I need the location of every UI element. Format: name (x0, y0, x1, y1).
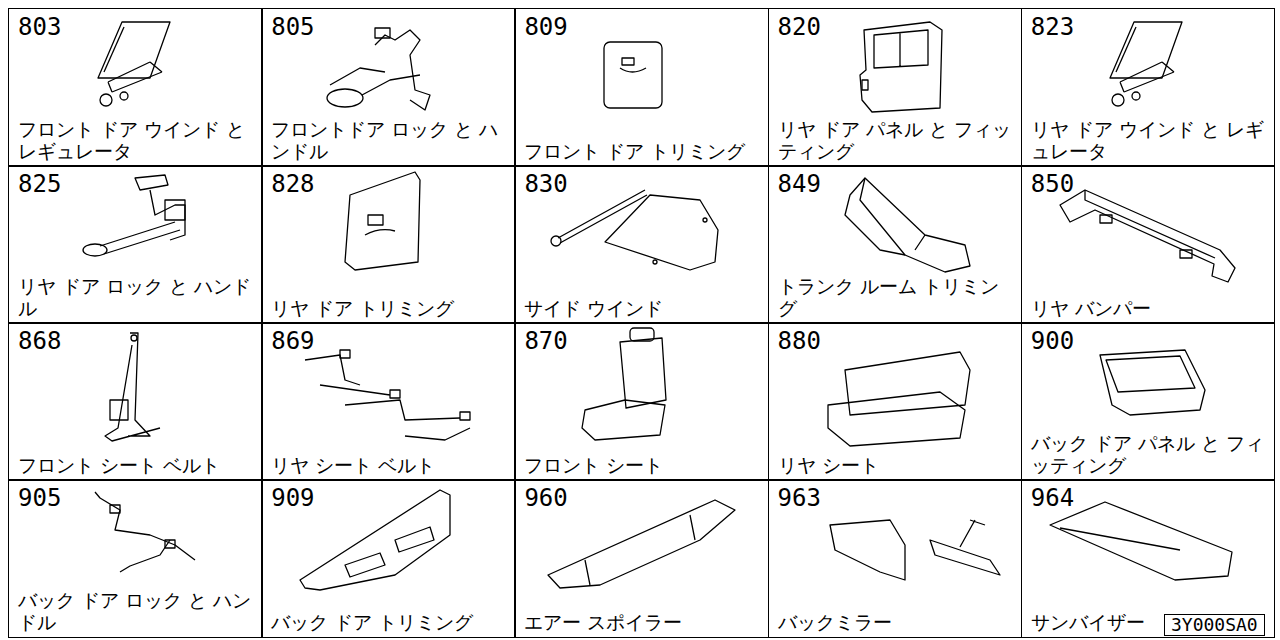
part-name: エアー スポイラー (524, 612, 760, 634)
callout-number: 803 (18, 13, 61, 41)
callout-number: 869 (271, 327, 314, 355)
part-name: フロント シート ベルト (18, 455, 254, 477)
callout-number: 900 (1031, 327, 1074, 355)
part-cell: 869 リヤ シート ベルト (261, 322, 516, 481)
part-cell: 868 フロント シート ベルト (8, 322, 263, 481)
door-lock-figure (83, 175, 185, 256)
part-cell: 803 フロント ドア ウインド と レギュレータ (8, 8, 263, 167)
part-cell: 870 フロント シート (514, 322, 769, 481)
part-name: フロントドア ロック と ハンドル (271, 119, 507, 163)
part-cell: 850 リヤ バンパー (1021, 165, 1276, 324)
part-cell: 809 フロント ドア トリミング (514, 8, 769, 167)
front-seat-figure (582, 328, 666, 440)
door-trim-figure (345, 172, 420, 270)
rear-seat-figure (828, 352, 970, 446)
callout-number: 823 (1031, 13, 1074, 41)
part-cell: 905 バック ドア ロック と ハンドル (8, 479, 263, 638)
drawing-code-box: 3Y000SA0 (1164, 614, 1265, 636)
seat-belt-figure (305, 350, 470, 440)
window-regulator-figure (98, 22, 170, 106)
part-name: リヤ ドア ロック と ハンドル (18, 276, 254, 320)
bumper-figure (1060, 190, 1235, 282)
part-name: フロント シート (524, 455, 760, 477)
callout-number: 825 (18, 170, 61, 198)
window-regulator-figure (1110, 22, 1182, 106)
trunk-trim-figure (845, 178, 970, 272)
callout-number: 880 (778, 327, 821, 355)
part-name: サイド ウインド (524, 298, 760, 320)
part-name: バックミラー (778, 612, 1014, 634)
part-cell: 828 リヤ ドア トリミング (261, 165, 516, 324)
callout-number: 828 (271, 170, 314, 198)
callout-number: 964 (1031, 484, 1074, 512)
callout-number: 805 (271, 13, 314, 41)
part-cell: 823 リヤ ドア ウインド と レギュレータ (1021, 8, 1276, 167)
callout-number: 868 (18, 327, 61, 355)
callout-number: 960 (524, 484, 567, 512)
part-name: バック ドア トリミング (271, 612, 507, 634)
part-cell: 805 フロントドア ロック と ハンドル (261, 8, 516, 167)
callout-number: 849 (778, 170, 821, 198)
back-door-figure (1100, 350, 1205, 415)
part-name: リヤ ドア ウインド と レギュレータ (1031, 119, 1267, 163)
callout-number: 809 (524, 13, 567, 41)
back-door-trim-figure (300, 490, 450, 590)
side-window-figure (551, 190, 718, 270)
callout-number: 909 (271, 484, 314, 512)
door-trim-figure (604, 42, 662, 108)
part-cell: 909 バック ドア トリミング (261, 479, 516, 638)
callout-number: 820 (778, 13, 821, 41)
seat-belt-figure (105, 333, 160, 441)
part-cell: 849 トランク ルーム トリミング (768, 165, 1023, 324)
part-cell: 825 リヤ ドア ロック と ハンドル (8, 165, 263, 324)
part-name: フロント ドア ウインド と レギュレータ (18, 119, 254, 163)
part-name: リヤ シート (778, 455, 1014, 477)
spoiler-figure (548, 500, 735, 588)
callout-number: 905 (18, 484, 61, 512)
part-cell: 963 バックミラー (768, 479, 1023, 638)
part-cell: 880 リヤ シート (768, 322, 1023, 481)
callout-number: 963 (778, 484, 821, 512)
door-lock-figure (327, 28, 430, 110)
part-name: リヤ ドア パネル と フィッティング (778, 119, 1014, 163)
back-door-lock-figure (95, 492, 195, 572)
door-panel-figure (860, 22, 942, 112)
part-name: バック ドア パネル と フィッティング (1031, 433, 1267, 477)
mirror-figure (830, 520, 1000, 580)
part-name: リヤ ドア トリミング (271, 298, 507, 320)
part-name: トランク ルーム トリミング (778, 276, 1014, 320)
part-name: リヤ シート ベルト (271, 455, 507, 477)
part-cell: 820 リヤ ドア パネル と フィッティング (768, 8, 1023, 167)
part-cell: 900 バック ドア パネル と フィッティング (1021, 322, 1276, 481)
part-name: フロント ドア トリミング (524, 141, 760, 163)
sunvisor-figure (1050, 502, 1232, 580)
part-cell: 830 サイド ウインド (514, 165, 769, 324)
part-cell: 960 エアー スポイラー (514, 479, 769, 638)
part-name: バック ドア ロック と ハンドル (18, 590, 254, 634)
callout-number: 850 (1031, 170, 1074, 198)
callout-number: 830 (524, 170, 567, 198)
callout-number: 870 (524, 327, 567, 355)
drawing-code: 3Y000SA0 (1171, 614, 1258, 635)
part-name: リヤ バンパー (1031, 298, 1267, 320)
